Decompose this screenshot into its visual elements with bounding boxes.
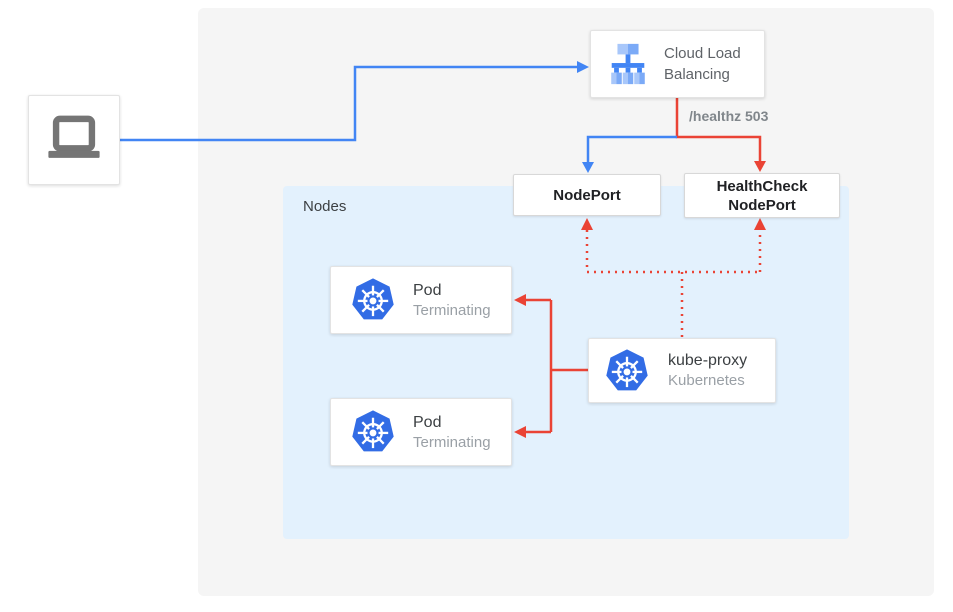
cloud-load-balancing-card: Cloud Load Balancing <box>590 30 765 98</box>
load-balancer-icon <box>611 43 645 85</box>
kube-proxy-card: kube-proxy Kubernetes <box>588 338 776 403</box>
client-box <box>28 95 120 185</box>
pod-title: Pod <box>413 281 442 299</box>
healthcheck-nodeport-box: HealthCheck NodePort <box>684 173 840 218</box>
healthcheck-nodeport-label: HealthCheck NodePort <box>716 177 808 214</box>
pod-card-1: Pod Terminating <box>330 266 512 334</box>
kubernetes-icon <box>352 278 394 320</box>
healthz-status-label: /healthz 503 <box>689 108 769 124</box>
kubernetes-icon <box>352 410 394 452</box>
kubernetes-icon <box>606 348 648 390</box>
nodes-label: Nodes <box>303 198 347 215</box>
pod-card-2: Pod Terminating <box>330 398 512 466</box>
nodeport-box: NodePort <box>513 174 661 216</box>
pod-status: Terminating <box>413 433 491 451</box>
laptop-icon <box>48 115 100 158</box>
kube-proxy-title: kube-proxy <box>668 352 748 369</box>
kube-proxy-subtitle: Kubernetes <box>668 372 745 389</box>
pod-status: Terminating <box>413 301 491 319</box>
nodeport-label: NodePort <box>553 186 621 204</box>
cloud-load-balancing-label: Cloud Load Balancing <box>664 45 741 83</box>
pod-title: Pod <box>413 413 442 431</box>
